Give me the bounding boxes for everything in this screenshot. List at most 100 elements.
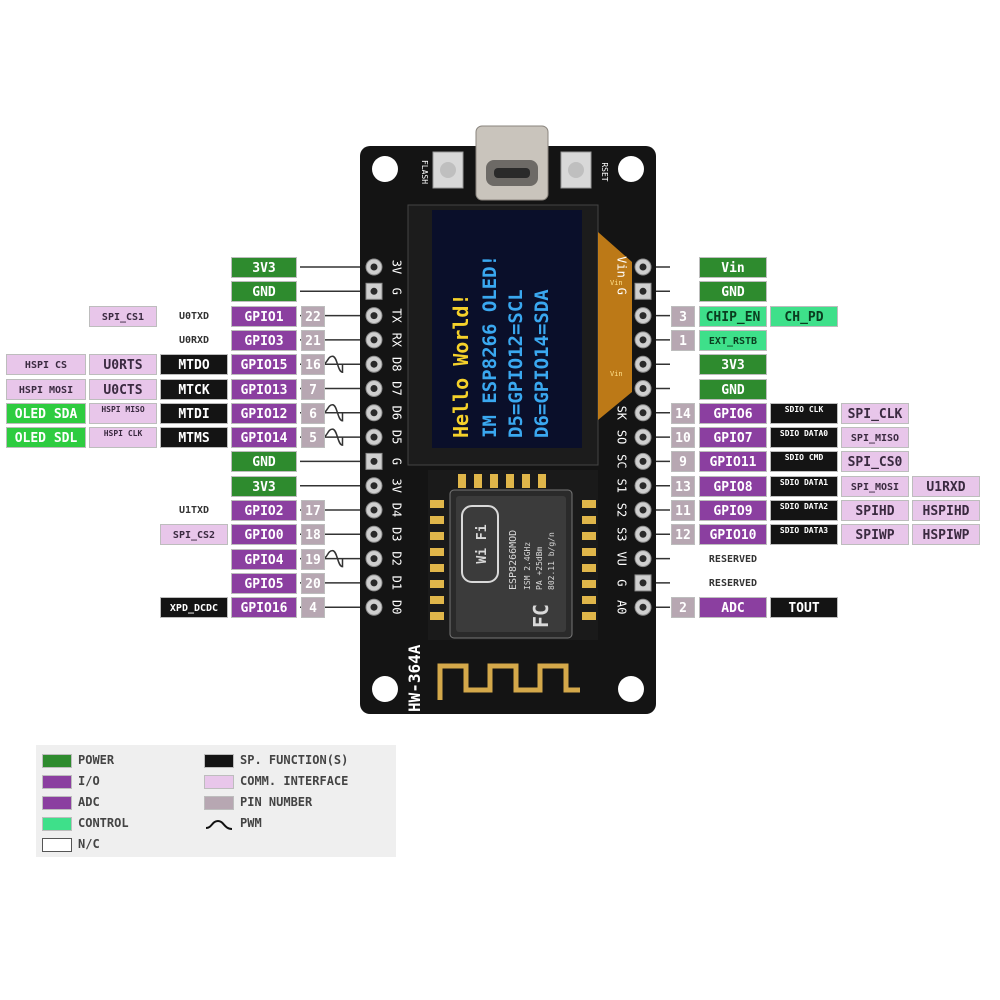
pin-hole <box>639 312 647 320</box>
esp-pad <box>490 474 498 488</box>
pin-label-power: GND <box>231 281 297 303</box>
pin-hole <box>639 579 647 587</box>
esp-pad <box>582 612 596 620</box>
pin-label-func: SDIO DATA2 <box>770 500 838 521</box>
module-line-1: ESP8266MOD <box>508 530 519 590</box>
pin-silk-label: D4 <box>390 503 404 517</box>
pin-silk-label: D6 <box>390 406 404 420</box>
pin-hole <box>370 433 378 441</box>
pin-silk-label: SC <box>615 454 629 468</box>
pin-label-power: 3V3 <box>699 354 767 376</box>
pin-label-io: GPIO1 <box>231 305 297 327</box>
flash-silk: FLASH <box>420 160 429 184</box>
esp-pad <box>458 474 466 488</box>
pin-label-func: SDIO CLK <box>770 402 838 424</box>
pin-hole <box>639 433 647 441</box>
pin-label-pinnum: 10 <box>671 427 695 449</box>
pwm-connector-line <box>300 355 365 373</box>
pin-label-io: GPIO4 <box>231 548 297 570</box>
legend-swatch-control <box>42 817 72 831</box>
legend-swatch-adc <box>42 796 72 810</box>
pin-hole <box>370 287 378 295</box>
pin-label-func: TOUT <box>770 597 838 619</box>
pin-label-func: MTDI <box>160 402 228 424</box>
legend-label-comm-interface: COMM. INTERFACE <box>240 774 349 788</box>
pin-label-comm: SPIWP <box>841 524 909 546</box>
pin-hole <box>370 555 378 563</box>
pin-label-pinnum: 22 <box>301 305 325 327</box>
pin-label-func: SDIO DATA3 <box>770 524 838 546</box>
pin-label-power: 3V3 <box>231 257 297 278</box>
pin-hole <box>639 360 647 368</box>
pin-label-pinnum: 9 <box>671 451 695 473</box>
vin-mark-2: Vin <box>610 370 623 378</box>
pin-silk-label: G <box>390 288 404 295</box>
pin-silk-label: G <box>615 288 629 295</box>
pin-silk-label: D0 <box>390 600 404 614</box>
pin-label-io: GPIO5 <box>231 572 297 594</box>
pin-label-io: GPIO2 <box>231 500 297 521</box>
esp-pad <box>506 474 514 488</box>
pin-label-power: Vin <box>699 257 767 278</box>
esp-pad <box>582 516 596 524</box>
pin-silk-label: D2 <box>390 551 404 565</box>
pin-label-power: GND <box>699 378 767 400</box>
pin-label-func: SDIO DATA0 <box>770 427 838 449</box>
pin-label-func: SDIO CMD <box>770 451 838 473</box>
pin-label-comm: U0RTS <box>89 354 157 376</box>
pin-silk-label: D5 <box>390 430 404 444</box>
pin-label-pinnum: 4 <box>301 597 325 619</box>
pin-label-pinnum: 21 <box>301 329 325 351</box>
pin-hole <box>370 530 378 538</box>
pin-label-func: XPD_DCDC <box>160 597 228 619</box>
pin-label-comm: HSPI MISO <box>89 402 157 424</box>
pin-silk-label: S2 <box>615 503 629 517</box>
legend-label-io: I/O <box>78 774 100 788</box>
pin-label-comm: U0CTS <box>89 378 157 400</box>
pin-hole <box>639 603 647 611</box>
pwm-connector-line <box>300 428 365 446</box>
pin-label-io: GPIO10 <box>699 524 767 546</box>
pin-label-io: GPIO14 <box>231 427 297 449</box>
pin-label-ctrl: EXT_RSTB <box>699 329 767 351</box>
mount-hole-tl <box>372 156 398 182</box>
pin-label-comm: SPI_CS0 <box>841 451 909 473</box>
pin-label-nc: RESERVED <box>699 572 767 594</box>
module-line-4: 802.11 b/g/n <box>547 532 556 590</box>
pin-label-comm: HSPIHD <box>912 500 980 521</box>
pin-label-comm: SPI_MOSI <box>841 475 909 497</box>
pin-silk-label: RX <box>390 333 404 348</box>
module-line-3: PA +25dBm <box>535 546 544 590</box>
pin-hole <box>639 555 647 563</box>
legend-label-control: CONTROL <box>78 816 129 830</box>
pin-label-pinnum: 3 <box>671 305 695 327</box>
legend-label-nc: N/C <box>78 837 100 851</box>
esp-pad <box>430 516 444 524</box>
esp-pad <box>430 548 444 556</box>
pin-silk-label: 3V <box>390 260 404 274</box>
pin-label-io: GPIO8 <box>699 475 767 497</box>
pin-hole <box>639 409 647 417</box>
pin-hole <box>639 482 647 490</box>
pin-label-comm: SPI_CLK <box>841 402 909 424</box>
pin-hole <box>370 603 378 611</box>
pin-label-io: GPIO7 <box>699 427 767 449</box>
pin-label-oled: OLED SDA <box>6 402 86 424</box>
pin-label-pinnum: 13 <box>671 475 695 497</box>
pin-label-func: MTMS <box>160 427 228 449</box>
pin-hole <box>370 457 378 465</box>
legend-swatch-io <box>42 775 72 789</box>
pin-silk-label: D8 <box>390 357 404 371</box>
esp-pad <box>582 532 596 540</box>
pin-label-pinnum: 11 <box>671 500 695 521</box>
pwm-connector-line <box>300 549 365 568</box>
oled-line-1: Hello World! <box>449 294 473 439</box>
pin-label-power: GND <box>231 451 297 473</box>
pin-label-io: GPIO12 <box>231 402 297 424</box>
oled-line-4: D6=GPIO14=SDA <box>531 289 553 438</box>
esp-pad <box>430 596 444 604</box>
pin-label-ctrl: CH_PD <box>770 305 838 327</box>
pin-silk-label: SK <box>615 406 629 421</box>
esp-pad <box>430 564 444 572</box>
pin-label-io: GPIO11 <box>699 451 767 473</box>
